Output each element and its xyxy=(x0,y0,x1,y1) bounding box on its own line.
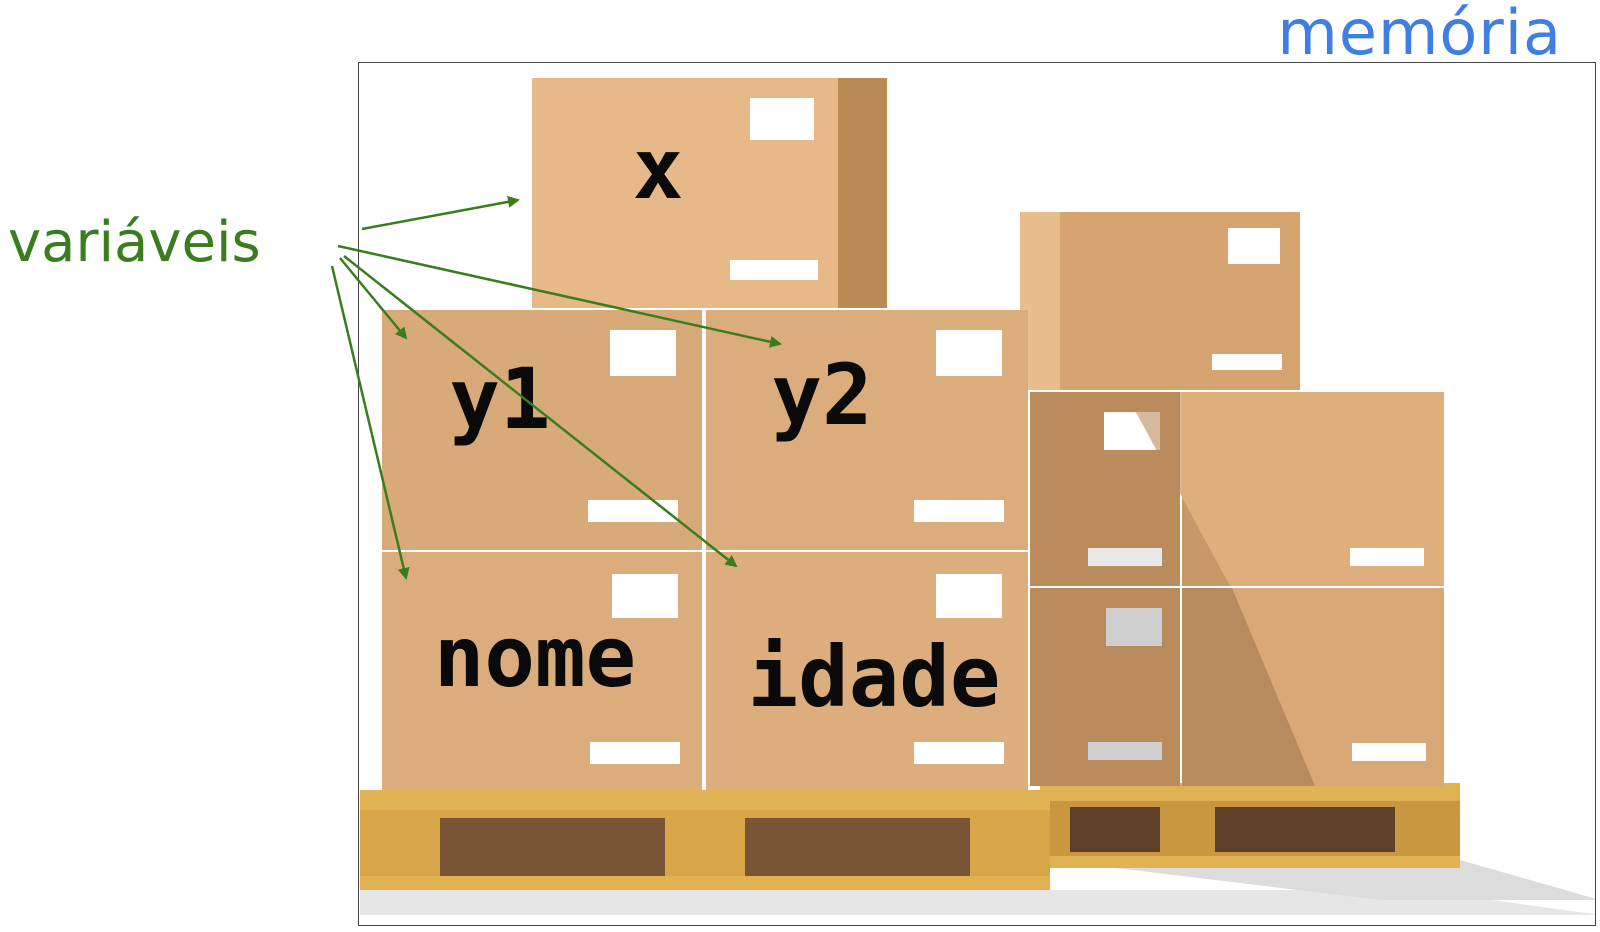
back-pallet xyxy=(1040,783,1460,868)
box-x: x xyxy=(532,78,887,308)
box-nome-label: nome xyxy=(434,608,636,706)
variables-label: variáveis xyxy=(8,210,261,275)
box-y2: y2 xyxy=(706,310,1028,550)
front-pallet xyxy=(360,790,1050,890)
variable-arrows xyxy=(330,195,782,580)
box-idade: idade xyxy=(706,552,1028,790)
arrow-to-y2 xyxy=(337,244,782,348)
box-x-label: x xyxy=(633,120,684,218)
arrow-to-x xyxy=(361,195,520,231)
box-nome: nome xyxy=(382,552,702,790)
back-box-lower-right xyxy=(1182,588,1444,786)
box-y2-label: y2 xyxy=(771,346,872,444)
memory-title: memória xyxy=(1277,0,1562,69)
back-box-top xyxy=(1020,212,1300,390)
floor-shadow xyxy=(360,890,1595,915)
arrow-to-idade xyxy=(343,255,738,568)
floor-shadow-back xyxy=(1050,860,1595,900)
arrow-to-y1 xyxy=(339,257,408,340)
arrow-to-nome xyxy=(330,265,410,580)
box-idade-label: idade xyxy=(748,628,1001,726)
back-box-lower-left xyxy=(1030,588,1180,786)
back-box-middle-right xyxy=(1125,392,1444,586)
box-y1-label: y1 xyxy=(449,350,550,448)
box-y1: y1 xyxy=(382,310,702,550)
